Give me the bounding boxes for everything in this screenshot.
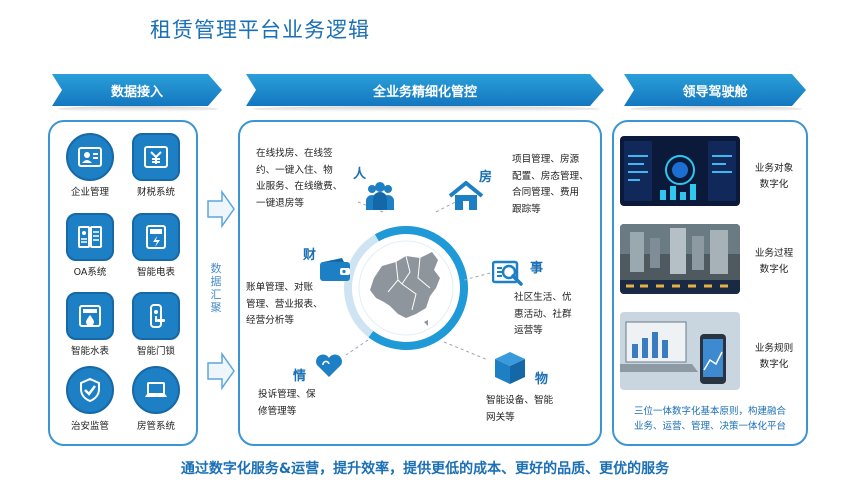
text-line: 修管理等 [258, 405, 297, 417]
text-line: 合同管理、费用 [512, 187, 580, 198]
text-line: 数字化 [759, 264, 789, 275]
laptop-phone-analytics [620, 312, 740, 390]
text-line: 跟踪等 [512, 203, 541, 215]
text-line: 社区生活、优 [514, 292, 572, 303]
text-line: 智能设备、智能 [486, 395, 554, 406]
page-title: 租赁管理平台业务逻辑 [150, 18, 370, 42]
electric-meter-icon [132, 213, 180, 261]
cai-description: 账单管理、对账 管理、营业报表、 经营分析等 [246, 280, 336, 330]
shi-tag: 事 [530, 261, 544, 276]
tile-label: 智能门锁 [136, 346, 175, 357]
right-arrow-icon [207, 190, 235, 228]
text-line: 经营分析等 [246, 315, 294, 326]
ribbon-shadow [58, 106, 218, 112]
text-line: 约、一键入住、物 [256, 164, 333, 176]
wu-description: 智能设备、智能 网关等 [486, 393, 586, 426]
shi-description: 社区生活、优 惠活动、社群 运营等 [514, 290, 600, 340]
ribbon-business-control: 全业务精细化管控 [246, 74, 604, 106]
china-map-icon [344, 226, 468, 350]
side-label: 业务规则 数字化 [744, 341, 804, 373]
tile-label: OA系统 [73, 267, 107, 278]
principle-text: 三位一体数字化基本原则，构建融合 业务、运营、管理、决策一体化平台 [612, 404, 808, 434]
qing-description: 投诉管理、保 修管理等 [258, 387, 338, 420]
text-line: 投诉管理、保 [258, 389, 316, 400]
side-label: 业务过程 数字化 [744, 246, 804, 278]
tile-label: 房管系统 [136, 421, 175, 432]
document-icon [66, 213, 114, 261]
shield-check-icon [66, 366, 114, 414]
door-lock-icon [132, 292, 180, 340]
text-line: 在线找房、在线签 [256, 148, 333, 159]
text-line: 业服务、在线缴费、 [256, 181, 343, 192]
footer-slogan: 通过数字化服务&运营，提升效率，提供更低的成本、更好的品质、更优的服务 [180, 461, 670, 477]
fang-tag: 房 [479, 170, 493, 185]
text-line: 数字化 [759, 179, 789, 190]
ribbon-shadow [252, 106, 600, 112]
ribbon-data-access: 数据接入 [52, 74, 222, 106]
tile-label: 治安监管 [70, 421, 109, 432]
dashboard-screen [620, 136, 740, 206]
text-line: 数字化 [759, 359, 789, 370]
side-label: 业务对象 数字化 [744, 161, 804, 193]
text-line: 业务过程 [754, 248, 794, 259]
heart-icon [316, 354, 342, 377]
people-icon [366, 182, 394, 210]
wallet-icon [320, 258, 350, 281]
ren-description: 在线找房、在线签 约、一键入住、物 业服务、在线缴费、 一键退房等 [256, 146, 356, 212]
fang-description: 项目管理、房源 配置、房态管理、 合同管理、费用 跟踪等 [512, 152, 602, 218]
tile-label: 企业管理 [70, 187, 109, 198]
ribbon-shadow [630, 106, 802, 112]
ribbon-leadership-cockpit: 领导驾驶舱 [624, 74, 806, 106]
text-line: 项目管理、房源 [512, 154, 580, 165]
water-meter-icon [66, 292, 114, 340]
tile-label: 智能水表 [70, 346, 109, 357]
cai-tag: 财 [303, 248, 317, 263]
text-line: 配置、房态管理、 [512, 170, 589, 182]
house-icon [448, 181, 484, 210]
ren-tag: 人 [353, 167, 367, 182]
city-aerial-view [620, 224, 740, 294]
laptop-icon [132, 366, 180, 414]
id-card-icon [66, 133, 114, 181]
tile-label: 智能电表 [136, 267, 175, 278]
text-line: 网关等 [486, 411, 515, 423]
text-line: 管理、营业报表、 [246, 298, 323, 310]
text-line: 一键退房等 [256, 197, 304, 209]
tile-label: 财税系统 [136, 187, 175, 198]
box-icon [495, 352, 525, 384]
text-line: 惠活动、社群 [514, 308, 572, 320]
wu-tag: 物 [535, 372, 549, 387]
magnifier-icon [492, 260, 523, 286]
data-aggregation-label: 数据汇聚 [210, 262, 222, 314]
text-line: 业务对象 [754, 163, 794, 174]
text-line: 运营等 [514, 325, 543, 336]
text-line: 业务规则 [754, 343, 794, 354]
text-line: 账单管理、对账 [246, 282, 314, 293]
text-line: 业务、运营、管理、决策一体化平台 [633, 421, 786, 432]
qing-tag: 情 [293, 369, 307, 384]
text-line: 三位一体数字化基本原则，构建融合 [633, 406, 786, 417]
right-arrow-icon [207, 352, 235, 390]
yuan-invoice-icon [132, 133, 180, 181]
